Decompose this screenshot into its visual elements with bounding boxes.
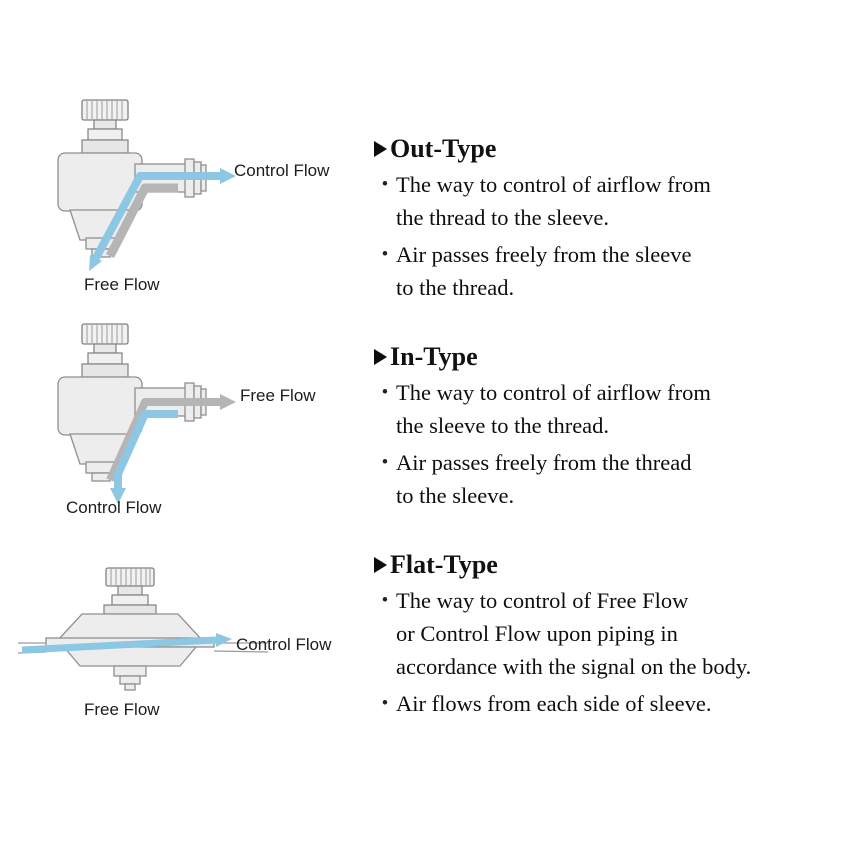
out-type-diagram bbox=[57, 99, 236, 271]
bullet-icon: • bbox=[381, 174, 389, 195]
list-item: • The way to control of Free Flow or Con… bbox=[374, 584, 814, 683]
bullet-text: The way to control of airflow from the t… bbox=[396, 172, 711, 230]
control-flow-arrow bbox=[21, 636, 217, 654]
control-flow-arrowhead-right bbox=[220, 168, 236, 184]
triangle-marker-icon bbox=[374, 349, 387, 365]
section-heading: In-Type bbox=[390, 342, 478, 371]
section-out-type: Out-Type • The way to control of airflow… bbox=[374, 134, 814, 304]
knurled-knob bbox=[81, 99, 129, 154]
list-item: • Air passes freely from the sleeve to t… bbox=[374, 238, 814, 304]
out-type-side-flow-label: Control Flow bbox=[234, 161, 330, 180]
bullet-text: The way to control of Free Flow or Contr… bbox=[396, 588, 752, 679]
list-item: • The way to control of airflow from the… bbox=[374, 376, 814, 442]
knurled-knob bbox=[81, 323, 129, 378]
valve-body bbox=[45, 613, 215, 691]
bullet-text: Air passes freely from the thread to the… bbox=[396, 450, 692, 508]
bullet-icon: • bbox=[381, 590, 389, 611]
bullet-icon: • bbox=[381, 452, 389, 473]
in-type-bottom-flow-label: Control Flow bbox=[66, 498, 162, 517]
free-flow-arrow bbox=[106, 398, 220, 482]
flat-type-bottom-flow-label: Free Flow bbox=[84, 700, 160, 719]
bullet-text: Air flows from each side of sleeve. bbox=[396, 691, 712, 716]
free-flow-arrowhead-right bbox=[220, 394, 236, 410]
control-flow-arrowhead-bottom bbox=[89, 255, 102, 271]
out-type-bottom-flow-label: Free Flow bbox=[84, 275, 160, 294]
section-flat-type: Flat-Type • The way to control of Free F… bbox=[374, 550, 814, 720]
flat-type-diagram bbox=[18, 567, 268, 691]
bullet-text: The way to control of airflow from the s… bbox=[396, 380, 711, 438]
bullet-icon: • bbox=[381, 244, 389, 265]
knurled-knob bbox=[103, 567, 157, 615]
list-item: • The way to control of airflow from the… bbox=[374, 168, 814, 234]
list-item: • Air passes freely from the thread to t… bbox=[374, 446, 814, 512]
control-flow-arrow bbox=[92, 172, 220, 260]
control-flow-arrowhead-down bbox=[110, 488, 126, 504]
bullet-icon: • bbox=[381, 382, 389, 403]
section-heading: Flat-Type bbox=[390, 550, 498, 579]
bullet-icon: • bbox=[381, 693, 389, 714]
section-in-type: In-Type • The way to control of airflow … bbox=[374, 342, 814, 512]
bullet-text: Air passes freely from the sleeve to the… bbox=[396, 242, 692, 300]
control-flow-arrowhead-right bbox=[216, 633, 232, 647]
triangle-marker-icon bbox=[374, 557, 387, 573]
section-heading: Out-Type bbox=[390, 134, 497, 163]
control-flow-arrow bbox=[114, 410, 178, 488]
flat-type-side-flow-label: Control Flow bbox=[236, 635, 332, 654]
list-item: • Air flows from each side of sleeve. bbox=[374, 687, 814, 720]
in-type-diagram bbox=[57, 323, 236, 504]
triangle-marker-icon bbox=[374, 141, 387, 157]
free-flow-path bbox=[105, 183, 178, 259]
in-type-side-flow-label: Free Flow bbox=[240, 386, 316, 405]
